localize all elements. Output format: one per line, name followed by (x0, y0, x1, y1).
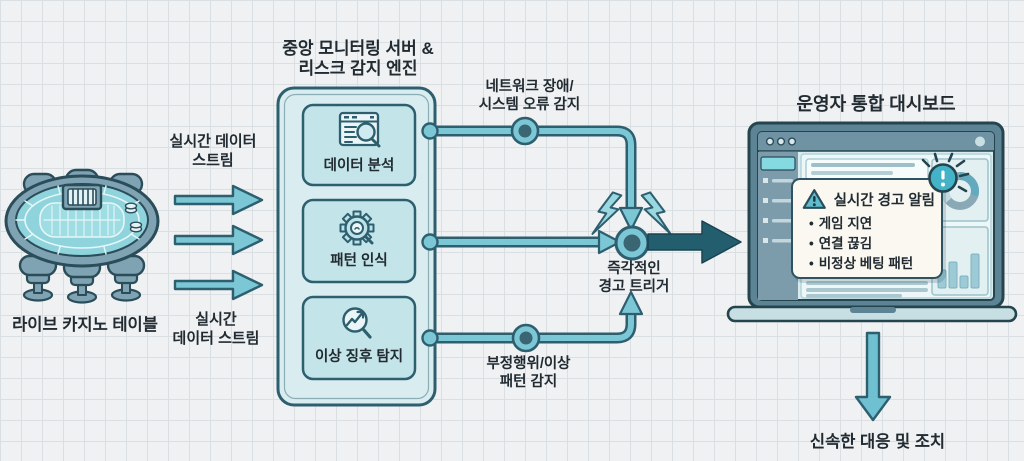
window-titlebar (758, 132, 994, 151)
alert-item: • 게임 지연 (809, 214, 935, 234)
connector-network-path (424, 125, 644, 232)
fraud-pattern-label: 부정행위/이상 패턴 감지 (486, 356, 571, 390)
chips (124, 202, 143, 233)
bullet: • (809, 216, 814, 231)
alert-bolt-left-icon (591, 191, 623, 235)
trigger-node (614, 225, 650, 261)
dashboard-table-rows (806, 281, 928, 298)
stream-label-bottom: 실시간 데이터 스트림 (172, 311, 260, 347)
alert-popup-header: 실시간 경고 알림 (802, 188, 935, 210)
pattern-recognition-icon (339, 210, 375, 246)
alert-item: • 연결 끊김 (809, 234, 935, 254)
alert-bolt-right-icon (640, 191, 672, 235)
stream-label-top: 실시간 데이터 스트림 (169, 133, 257, 169)
response-label: 신속한 대응 및 조치 (809, 433, 946, 451)
network-node (510, 116, 540, 146)
trigger-label: 즉각적인 경고 트리거 (598, 261, 670, 295)
module-label-data-analysis: 데이터 분석 (323, 158, 395, 174)
anomaly-detection-icon (342, 307, 372, 339)
window-controls (765, 137, 797, 146)
module-box-anomaly (301, 295, 417, 381)
server-box (276, 86, 437, 407)
alert-item: • 비정상 베팅 패턴 (809, 254, 935, 274)
fraud-node (511, 323, 541, 353)
connector-pattern-path (424, 229, 622, 255)
alert-popup-title: 실시간 경고 알림 (833, 192, 935, 209)
warning-triangle-icon (802, 189, 826, 209)
casino-table-label: 라이브 카지노 테이블 (12, 316, 158, 334)
dashboard-title: 운영자 통합 대시보드 (796, 94, 956, 114)
alert-list: • 게임 지연 • 연결 끊김 • 비정상 베팅 패턴 (809, 214, 935, 274)
alert-badge-icon (921, 152, 970, 193)
alert-popup: 실시간 경고 알림 • 게임 지연 • 연결 끊김 • 비정상 베팅 패턴 (791, 178, 943, 279)
module-label-pattern: 패턴 인식 (330, 253, 388, 269)
module-label-anomaly: 이상 징후 탐지 (314, 349, 404, 365)
casino-table-illustration (4, 168, 160, 304)
server-title: 중앙 모니터링 서버 & 리스크 감지 엔진 (282, 39, 434, 78)
titlebar-avatar (975, 136, 985, 147)
connector-start-dots (421, 122, 439, 347)
sidebar-active-item (760, 156, 796, 171)
connector-anomaly-path (424, 290, 644, 344)
data-analysis-icon (338, 111, 381, 148)
bullet: • (809, 236, 814, 251)
laptop-base-notch (850, 307, 896, 313)
response-arrow (854, 331, 892, 422)
bullet: • (809, 256, 814, 271)
trigger-to-dashboard-arrow (647, 220, 742, 264)
network-fault-label: 네트워크 장애/ 시스템 오류 감지 (478, 79, 581, 113)
bar-chart (931, 226, 989, 296)
stream-arrows (173, 184, 264, 301)
